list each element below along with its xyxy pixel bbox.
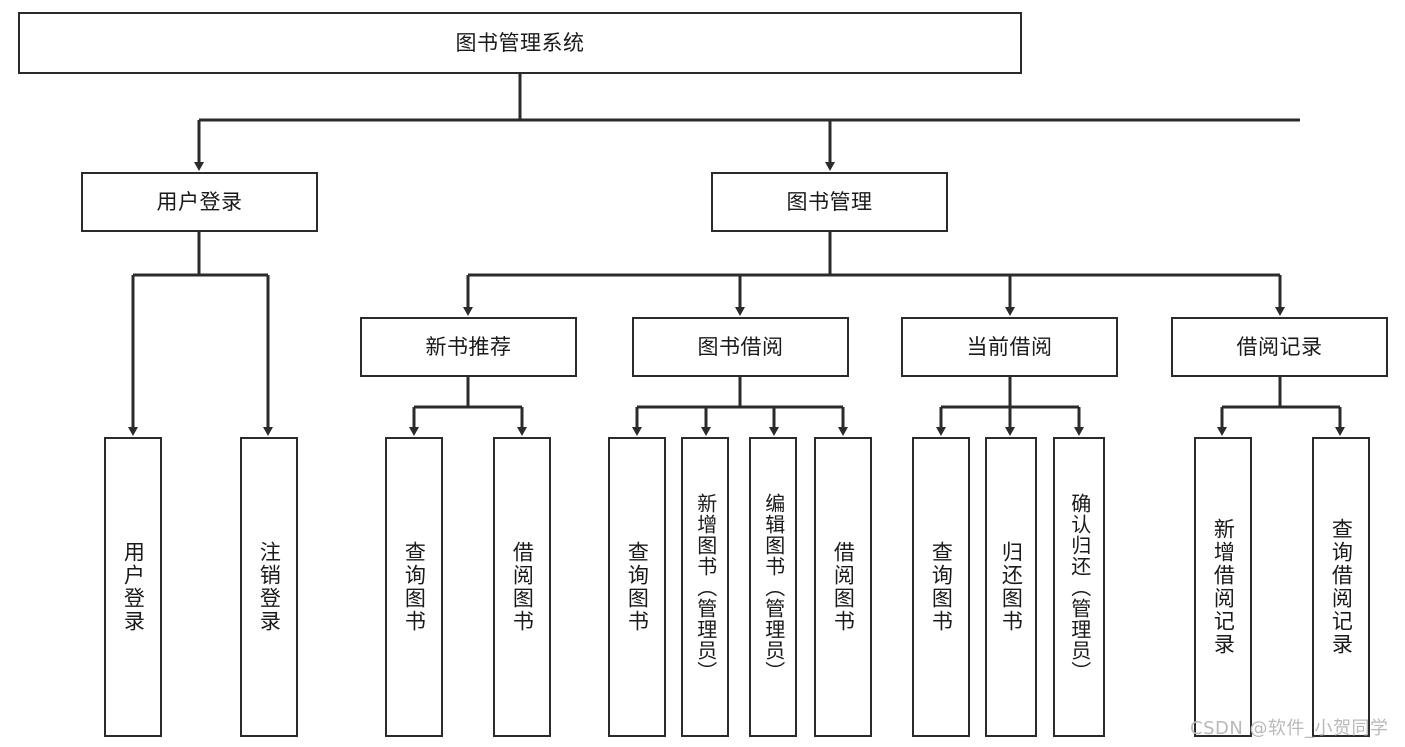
node-user-login-label: 用户登录 [156,189,243,214]
leaf-record-add-label: 新增借阅记录 [1211,518,1236,656]
leaf-borrow-query-book[interactable]: 查询图书 [608,437,666,737]
leaf-recommend-query-book[interactable]: 查询图书 [385,437,443,737]
node-book-management-label: 图书管理 [786,189,873,214]
leaf-borrow-borrow-book-label: 借阅图书 [831,541,856,633]
leaf-borrow-edit-book-admin-label: 编辑图书（管理员） [761,492,786,682]
leaf-current-confirm-return-admin-label: 确认归还（管理员） [1067,492,1092,682]
leaf-borrow-edit-book-admin[interactable]: 编辑图书（管理员） [749,437,797,737]
leaf-user-logout-label: 注销登录 [257,541,282,633]
leaf-borrow-add-book-admin-label: 新增图书（管理员） [693,492,718,682]
node-book-borrowing-label: 图书借阅 [697,334,784,359]
csdn-watermark: CSDN @软件_小贺同学 [1190,718,1389,739]
node-new-book-recommendation[interactable]: 新书推荐 [360,317,577,377]
leaf-user-login[interactable]: 用户登录 [104,437,162,737]
node-current-borrowing[interactable]: 当前借阅 [901,317,1118,377]
node-borrow-records-label: 借阅记录 [1236,334,1323,359]
leaf-user-logout[interactable]: 注销登录 [240,437,298,737]
leaf-borrow-query-book-label: 查询图书 [625,541,650,633]
node-user-login[interactable]: 用户登录 [81,172,318,232]
node-borrow-records[interactable]: 借阅记录 [1171,317,1388,377]
node-new-book-recommendation-label: 新书推荐 [425,334,512,359]
leaf-recommend-query-book-label: 查询图书 [402,541,427,633]
leaf-current-query-book-label: 查询图书 [929,541,954,633]
leaf-borrow-borrow-book[interactable]: 借阅图书 [814,437,872,737]
leaf-user-login-label: 用户登录 [121,541,146,633]
node-root-system-label: 图书管理系统 [455,30,585,55]
leaf-current-return-book-label: 归还图书 [999,541,1024,633]
leaf-record-query-label: 查询借阅记录 [1329,518,1354,656]
node-root-system[interactable]: 图书管理系统 [18,12,1022,74]
leaf-recommend-borrow-book[interactable]: 借阅图书 [493,437,551,737]
leaf-record-query[interactable]: 查询借阅记录 [1312,437,1370,737]
leaf-record-add[interactable]: 新增借阅记录 [1194,437,1252,737]
leaf-current-query-book[interactable]: 查询图书 [912,437,970,737]
node-current-borrowing-label: 当前借阅 [966,334,1053,359]
node-book-borrowing[interactable]: 图书借阅 [632,317,849,377]
leaf-borrow-add-book-admin[interactable]: 新增图书（管理员） [681,437,729,737]
node-book-management[interactable]: 图书管理 [711,172,948,232]
leaf-recommend-borrow-book-label: 借阅图书 [510,541,535,633]
leaf-current-return-book[interactable]: 归还图书 [985,437,1037,737]
leaf-current-confirm-return-admin[interactable]: 确认归还（管理员） [1053,437,1105,737]
